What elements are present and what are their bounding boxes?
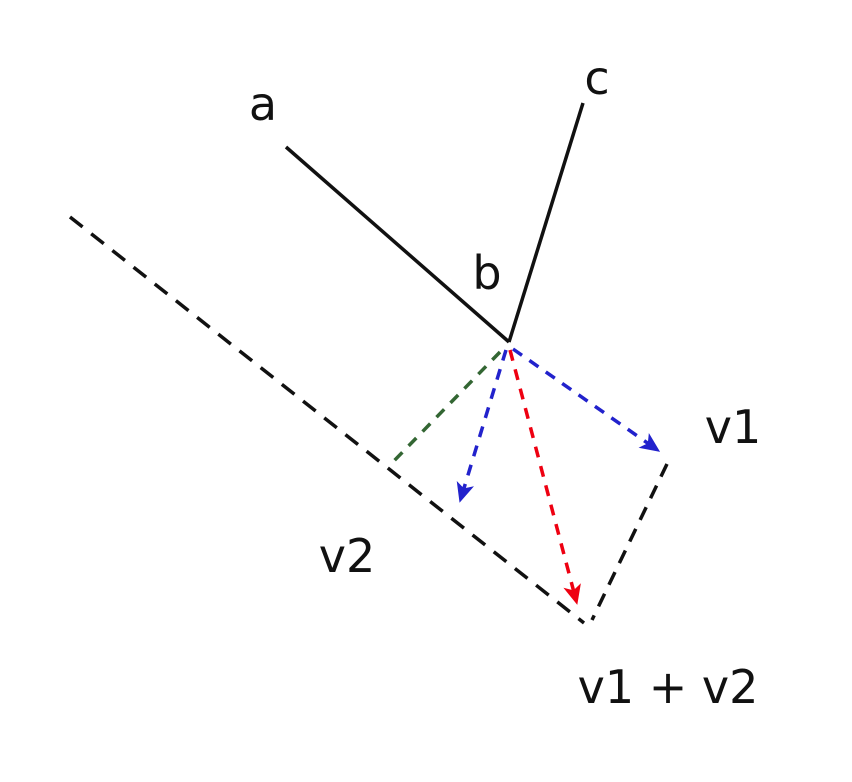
- ray-a-line: [284, 145, 511, 344]
- label-v1: v1: [705, 400, 762, 454]
- label-v2: v2: [319, 529, 376, 583]
- green-projection-line: [388, 350, 502, 467]
- label-c: c: [584, 51, 609, 105]
- vector-sum-arrow: [508, 349, 581, 605]
- label-b: b: [472, 246, 501, 300]
- vector-v1-arrow: [511, 347, 661, 452]
- parallelogram-side-dashed-line: [590, 463, 669, 621]
- ray-c-line: [507, 102, 585, 343]
- label-sum: v1 + v2: [578, 660, 759, 714]
- vector-v2-arrow: [456, 349, 508, 503]
- lines-layer: [68, 102, 669, 625]
- baseline-dashed-line: [68, 215, 586, 625]
- labels-layer: a c b v1 v2 v1 + v2: [249, 51, 761, 714]
- label-a: a: [249, 77, 277, 131]
